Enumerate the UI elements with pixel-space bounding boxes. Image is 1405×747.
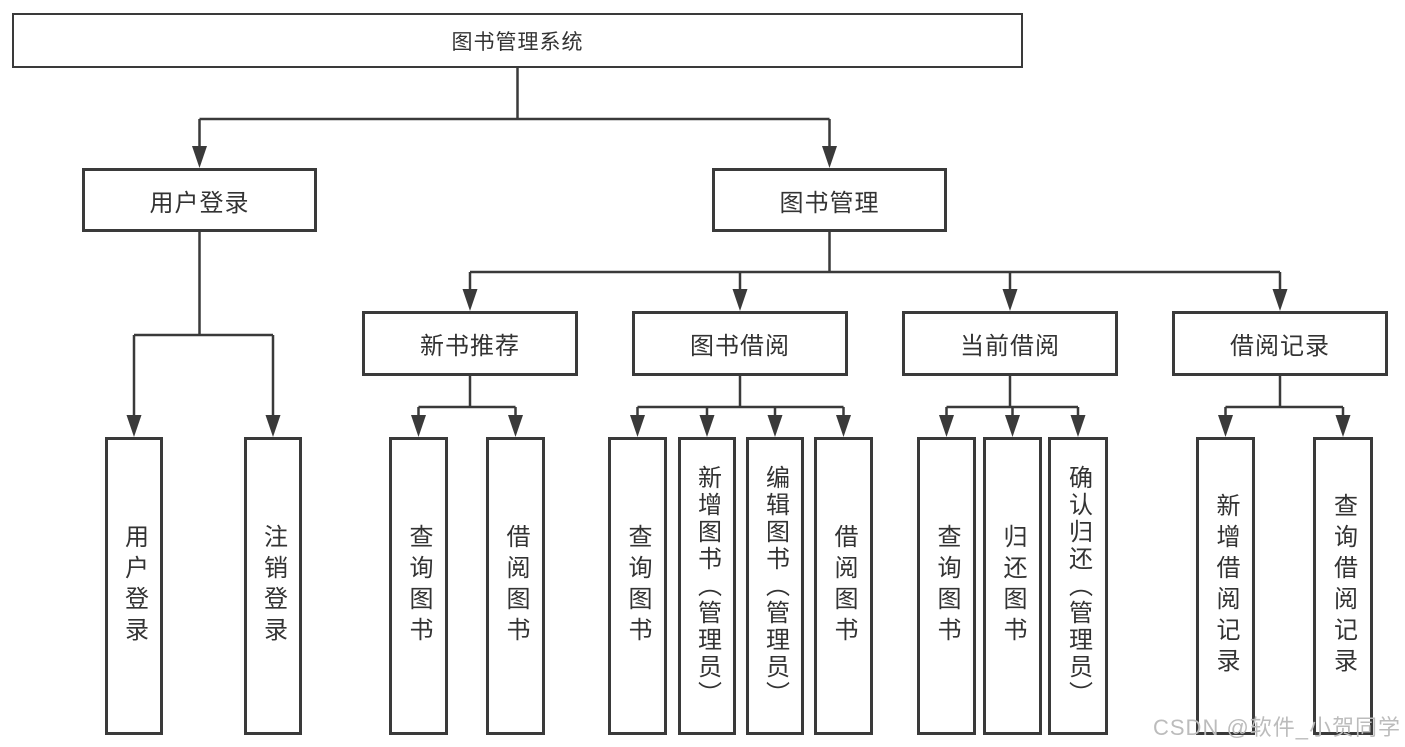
node-current-borrow: 当前借阅 [902, 311, 1118, 376]
node-root-system: 图书管理系统 [12, 13, 1023, 68]
node-borrow-records: 借阅记录 [1172, 311, 1388, 376]
leaf-borrow-books: 借阅图书 [814, 437, 873, 735]
node-book-borrow: 图书借阅 [632, 311, 848, 376]
node-book-management: 图书管理 [712, 168, 947, 232]
leaf-recommend-borrow-books: 借阅图书 [486, 437, 545, 735]
leaf-return-books: 归还图书 [983, 437, 1042, 735]
leaf-user-login: 用户登录 [105, 437, 163, 735]
leaf-confirm-return-admin: 确认归还（管理员） [1048, 437, 1108, 735]
node-new-book-recommend: 新书推荐 [362, 311, 578, 376]
leaf-add-borrow-record: 新增借阅记录 [1196, 437, 1255, 735]
leaf-edit-books-admin: 编辑图书（管理员） [746, 437, 804, 735]
csdn-watermark: CSDN @软件_小贺同学 [1153, 715, 1402, 740]
leaf-current-query-books: 查询图书 [917, 437, 976, 735]
leaf-add-books-admin: 新增图书（管理员） [678, 437, 736, 735]
leaf-borrow-query-books: 查询图书 [608, 437, 667, 735]
leaf-logout-login: 注销登录 [244, 437, 302, 735]
leaf-query-borrow-record: 查询借阅记录 [1313, 437, 1373, 735]
node-user-login: 用户登录 [82, 168, 317, 232]
leaf-recommend-query-books: 查询图书 [389, 437, 448, 735]
